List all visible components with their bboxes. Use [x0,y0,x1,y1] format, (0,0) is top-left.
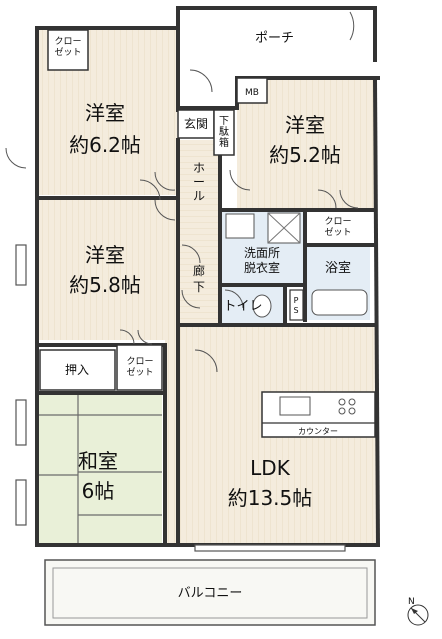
shoe-box-text: 下駄箱 [219,116,229,149]
closet-2-text-line: ゼット [324,226,351,238]
porch-label: ポーチ [255,31,294,46]
western-room-1-name: 洋室 [85,101,125,125]
ps-box [289,289,304,321]
stove-4 [348,407,356,415]
closet-3-box [116,344,163,391]
washroom-text-line: 脱衣室 [244,260,280,275]
wash-basin [225,213,255,239]
hall-text-line: ホ [193,161,205,175]
balcony-area [44,559,376,626]
closet-2-floor [305,210,370,245]
mb-label: MB [245,88,259,98]
toilet-label: トイレ [223,299,262,314]
entrance-box [177,109,215,139]
western-room-2-size: 約5.2帖 [269,143,341,167]
hall-text: ホール [193,161,205,203]
shoe-box [213,109,235,156]
washroom-text: 洗面所脱衣室 [244,246,280,275]
stove-1 [338,398,346,406]
hall-floor [178,140,220,325]
closet-small-text-line: ゼット [54,46,81,58]
western-room-2-name: 洋室 [285,113,325,137]
stove-2 [348,398,356,406]
entrance-label: 玄関 [184,116,208,131]
shoe-box-text-line: 駄 [219,125,229,138]
closet-2-text: クローゼット [324,216,351,238]
door-swings [5,11,359,373]
windows [15,244,346,552]
corridor-text: 廊下 [193,263,205,294]
mb-box [236,77,268,104]
corridor-text-line: 下 [193,280,205,294]
japanese-room-floor [37,395,162,543]
ps-text-line: S [293,306,298,315]
toilet-bowl [252,294,272,318]
washroom-text-line: 洗面所 [244,246,280,260]
ps-text-line: P [294,296,299,305]
closet-3-text-line: ゼット [126,366,153,378]
stove-3 [338,407,346,415]
shoe-box-text-line: 下 [219,116,229,127]
closet-3-text: クローゼット [126,356,153,378]
closet-small-text: クローゼット [54,36,81,58]
closet-small-box [47,29,89,71]
closet-3-text-line: クロー [126,356,153,367]
balcony-label: バルコニー [178,586,243,601]
western-room-3-floor [37,200,177,340]
western-room-1-size: 約6.2帖 [69,133,141,157]
oshiire-label: 押入 [65,363,89,377]
japanese-room-size: 6帖 [82,479,115,503]
western-room-3-size: 約5.8帖 [69,273,141,297]
closet-2-text-line: クロー [324,216,351,227]
compass-icon: N [407,597,429,626]
hall-text-line: ー [193,175,205,189]
compass-label: N [408,597,415,607]
japanese-room-name: 和室 [78,449,118,473]
bathtub [311,289,368,316]
tatami-grid [37,395,162,543]
oshiire-box [39,349,116,391]
bath-label: 浴室 [325,260,351,276]
corridor-text-line: 廊 [193,263,205,278]
ldk-name: LDK [250,456,291,480]
hall-text-line: ル [193,189,205,203]
western-room-3-name: 洋室 [85,243,125,267]
ldk-size: 約13.5帖 [228,486,313,510]
sink [279,396,311,416]
closet-small-text-line: クロー [54,36,81,47]
toilet-floor [220,285,285,325]
shoe-box-text-line: 箱 [219,136,229,149]
counter-label: カウンター [298,427,338,436]
